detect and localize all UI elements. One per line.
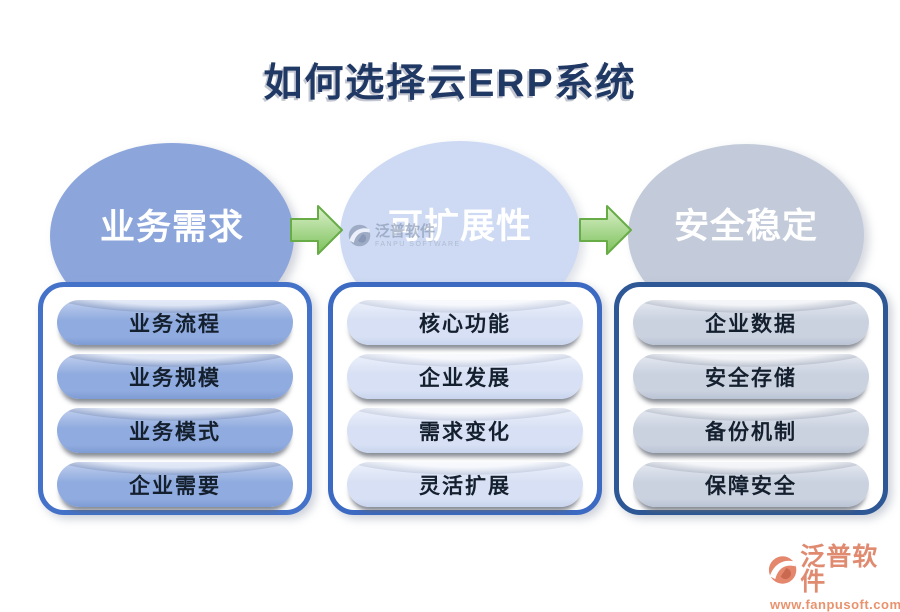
watermark: 泛普软件 FANPU SOFTWARE: [348, 224, 461, 248]
list-item: 业务流程: [57, 300, 293, 345]
list-item: 企业需要: [57, 462, 293, 507]
list-item: 企业发展: [347, 354, 583, 399]
list-item: 业务规模: [57, 354, 293, 399]
list-item: 安全存储: [633, 354, 869, 399]
panel-scalability: 核心功能 企业发展 需求变化 灵活扩展: [328, 282, 602, 515]
stage-circle-label: 安全稳定: [673, 206, 818, 246]
list-item: 核心功能: [347, 300, 583, 345]
stage-circle-label: 可扩展性: [387, 206, 532, 246]
watermark-brand: 泛普软件: [375, 223, 436, 240]
footer-logo: 泛普软件 www.fanpusoft.com: [768, 545, 900, 611]
list-item: 业务模式: [57, 408, 293, 453]
page-title: 如何选择云ERP系统: [263, 62, 637, 105]
watermark-subtitle: FANPU SOFTWARE: [375, 241, 461, 248]
footer-brand: 泛普软件: [800, 543, 879, 596]
panel-security: 企业数据 安全存储 备份机制 保障安全: [614, 282, 888, 515]
list-item: 保障安全: [633, 462, 869, 507]
panel-business-needs: 业务流程 业务规模 业务模式 企业需要: [38, 282, 312, 515]
list-item: 备份机制: [633, 408, 869, 453]
list-item: 需求变化: [347, 408, 583, 453]
arrow-right-icon: [290, 205, 343, 255]
arrow-right-icon: [579, 205, 632, 255]
list-item: 灵活扩展: [347, 462, 583, 507]
fanpu-logo-icon: [768, 556, 797, 584]
fanpu-logo-icon: [348, 224, 371, 247]
stage-circle-label: 业务需求: [99, 207, 244, 247]
list-item: 企业数据: [633, 300, 869, 345]
